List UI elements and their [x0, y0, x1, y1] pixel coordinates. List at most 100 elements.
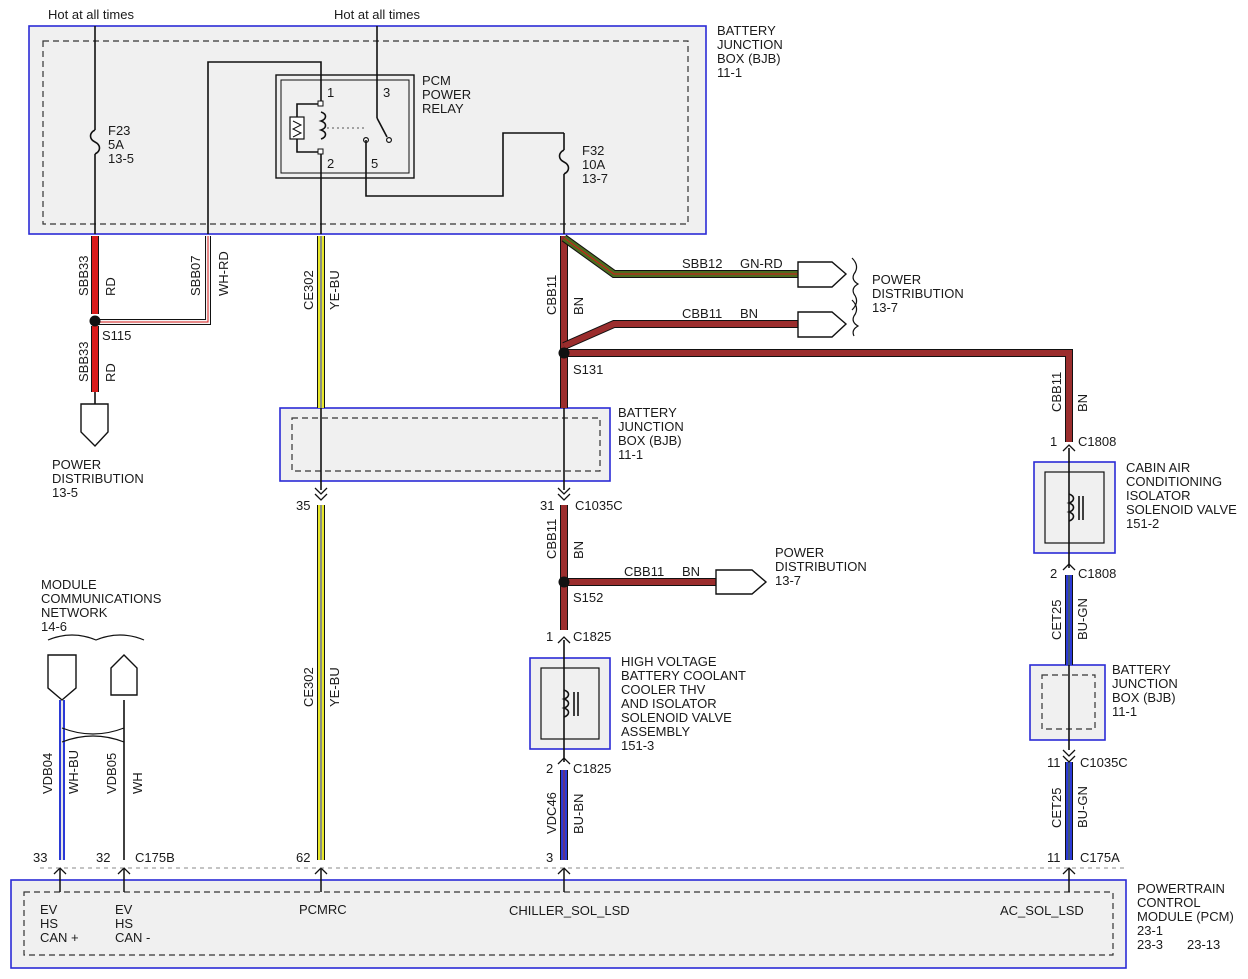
- pcm-ref-23-13: 23-13: [1187, 937, 1220, 952]
- splice-s131-label: S131: [573, 362, 603, 377]
- c1825-b-id: C1825: [573, 761, 611, 776]
- c1035c-right-id: C1035C: [1080, 755, 1128, 770]
- c175b-id: C175B: [135, 850, 175, 865]
- relay-coil-icon: [318, 111, 327, 140]
- pcm-l2: MODULE (PCM): [1137, 909, 1234, 924]
- wire-ce302-b-code: CE302: [301, 667, 316, 707]
- hv-valve-l6: 151-3: [621, 738, 654, 753]
- wire-sbb12-color: GN-RD: [740, 256, 783, 271]
- c1825-a-pin: 1: [546, 629, 553, 644]
- bjb-top-l0: BATTERY: [717, 23, 776, 38]
- wire-cbb11-right-color: BN: [1075, 394, 1090, 412]
- pin-can-minus-l1: HS: [115, 916, 133, 931]
- wire-sbb33-a-code: SBB33: [76, 256, 91, 296]
- wire-ce302-a-code: CE302: [301, 270, 316, 310]
- bjb-top-l2: BOX (BJB): [717, 51, 781, 66]
- bjb-mid-l1: JUNCTION: [618, 419, 684, 434]
- mcn-l0: MODULE: [41, 577, 97, 592]
- hv-valve-l3: AND ISOLATOR: [621, 696, 717, 711]
- wire-sbb07-code: SBB07: [188, 256, 203, 296]
- bjb-right-l2: BOX (BJB): [1112, 690, 1176, 705]
- hv-valve-coil-icon: [561, 689, 570, 718]
- relay-pin-2: 2: [327, 156, 334, 171]
- pcm-l1: CONTROL: [1137, 895, 1201, 910]
- hot-right-label: Hot at all times: [334, 7, 420, 22]
- mcn-l3: 14-6: [41, 619, 67, 634]
- c175a-id: C175A: [1080, 850, 1120, 865]
- bjb-top-l3: 11-1: [717, 65, 742, 80]
- hv-valve-l5: ASSEMBLY: [621, 724, 690, 739]
- pcm-pin-62: 62: [296, 850, 310, 865]
- pin-pcmrc: PCMRC: [299, 902, 347, 917]
- cabin-valve-l4: 151-2: [1126, 516, 1159, 531]
- pd-left-terminal-icon: [80, 403, 109, 448]
- pd-right-l1: DISTRIBUTION: [872, 286, 964, 301]
- wire-vdc46-color: BU-BN: [571, 794, 586, 834]
- splice-s115: [89, 315, 101, 327]
- c1808-b-pin: 2: [1050, 566, 1057, 581]
- relay-diode-icon: [289, 116, 305, 140]
- wire-cet25-b-color: BU-GN: [1075, 786, 1090, 828]
- wire-vdc46-code: VDC46: [544, 792, 559, 834]
- pd-mid-l1: DISTRIBUTION: [775, 559, 867, 574]
- pd-right-l2: 13-7: [872, 300, 898, 315]
- pd-mid-l2: 13-7: [775, 573, 801, 588]
- wire-cbb11-b-color: BN: [571, 541, 586, 559]
- wire-vdb04-color: WH-BU: [66, 750, 81, 794]
- mcn-terminal-icon: [47, 654, 77, 701]
- pcm-ref-23-3: 23-3: [1137, 937, 1163, 952]
- wire-ce302-b-color: YE-BU: [327, 667, 342, 707]
- wire-sbb33-a-color: RD: [103, 277, 118, 296]
- c1035c-left-pin: 35: [296, 498, 310, 513]
- wire-cbb11-right-code: CBB11: [1049, 372, 1064, 412]
- hv-valve-l1: BATTERY COOLANT: [621, 668, 746, 683]
- relay-pin-1: 1: [327, 85, 334, 100]
- fuse-f32-l2: 13-7: [582, 171, 608, 186]
- pin-can-plus-l0: EV: [40, 902, 58, 917]
- fuse-f32-symbol: [558, 149, 570, 175]
- wire-cbb11-branch2-color: BN: [682, 564, 700, 579]
- bjb-top-l1: JUNCTION: [717, 37, 783, 52]
- c1035c-right-pin: 11: [1047, 755, 1061, 770]
- pd-mid-terminal-icon: [715, 569, 768, 595]
- pin-ac: AC_SOL_LSD: [1000, 903, 1084, 918]
- mcn-terminal-icon-2: [110, 654, 138, 696]
- hv-valve-l2: COOLER THV: [621, 682, 706, 697]
- twisted-pair-icon: [61, 727, 125, 735]
- hv-valve-l0: HIGH VOLTAGE: [621, 654, 717, 669]
- wire-cbb11-branch-color: BN: [740, 306, 758, 321]
- wire-cbb11-branch: [562, 321, 798, 349]
- relay-switch-arm: [376, 117, 388, 138]
- c1808-b-id: C1808: [1078, 566, 1116, 581]
- fuse-f32-l0: F32: [582, 143, 604, 158]
- pd-left-l0: POWER: [52, 457, 101, 472]
- fuse-f23-l1: 5A: [108, 137, 124, 152]
- bjb-mid-box: [279, 407, 611, 482]
- mcn-l2: NETWORK: [41, 605, 108, 620]
- bjb-right-l3: 11-1: [1112, 704, 1137, 719]
- fuse-f23-l0: F23: [108, 123, 130, 138]
- relay-l2: RELAY: [422, 101, 464, 116]
- pd-left-l2: 13-5: [52, 485, 78, 500]
- fuse-f23-l2: 13-5: [108, 151, 134, 166]
- relay-l1: POWER: [422, 87, 471, 102]
- c175a-pin: 11: [1047, 850, 1061, 865]
- pd-left-l1: DISTRIBUTION: [52, 471, 144, 486]
- cabin-valve-l2: ISOLATOR: [1126, 488, 1191, 503]
- c1035c-mid-pin: 31: [540, 498, 554, 513]
- splice-s152: [558, 576, 570, 588]
- cabin-valve-l1: CONDITIONING: [1126, 474, 1222, 489]
- wire-cet25-a-color: BU-GN: [1075, 598, 1090, 640]
- relay-pin-3: 3: [383, 85, 390, 100]
- splice-s152-label: S152: [573, 590, 603, 605]
- c1825-a-id: C1825: [573, 629, 611, 644]
- hot-left-label: Hot at all times: [48, 7, 134, 22]
- splice-s115-label: S115: [102, 328, 131, 343]
- bjb-right-l0: BATTERY: [1112, 662, 1171, 677]
- mcn-l1: COMMUNICATIONS: [41, 591, 162, 606]
- c1035c-mid-id: C1035C: [575, 498, 623, 513]
- bjb-mid-l2: BOX (BJB): [618, 433, 682, 448]
- cabin-valve-coil-icon: [1066, 493, 1075, 522]
- hv-valve-l4: SOLENOID VALVE: [621, 710, 732, 725]
